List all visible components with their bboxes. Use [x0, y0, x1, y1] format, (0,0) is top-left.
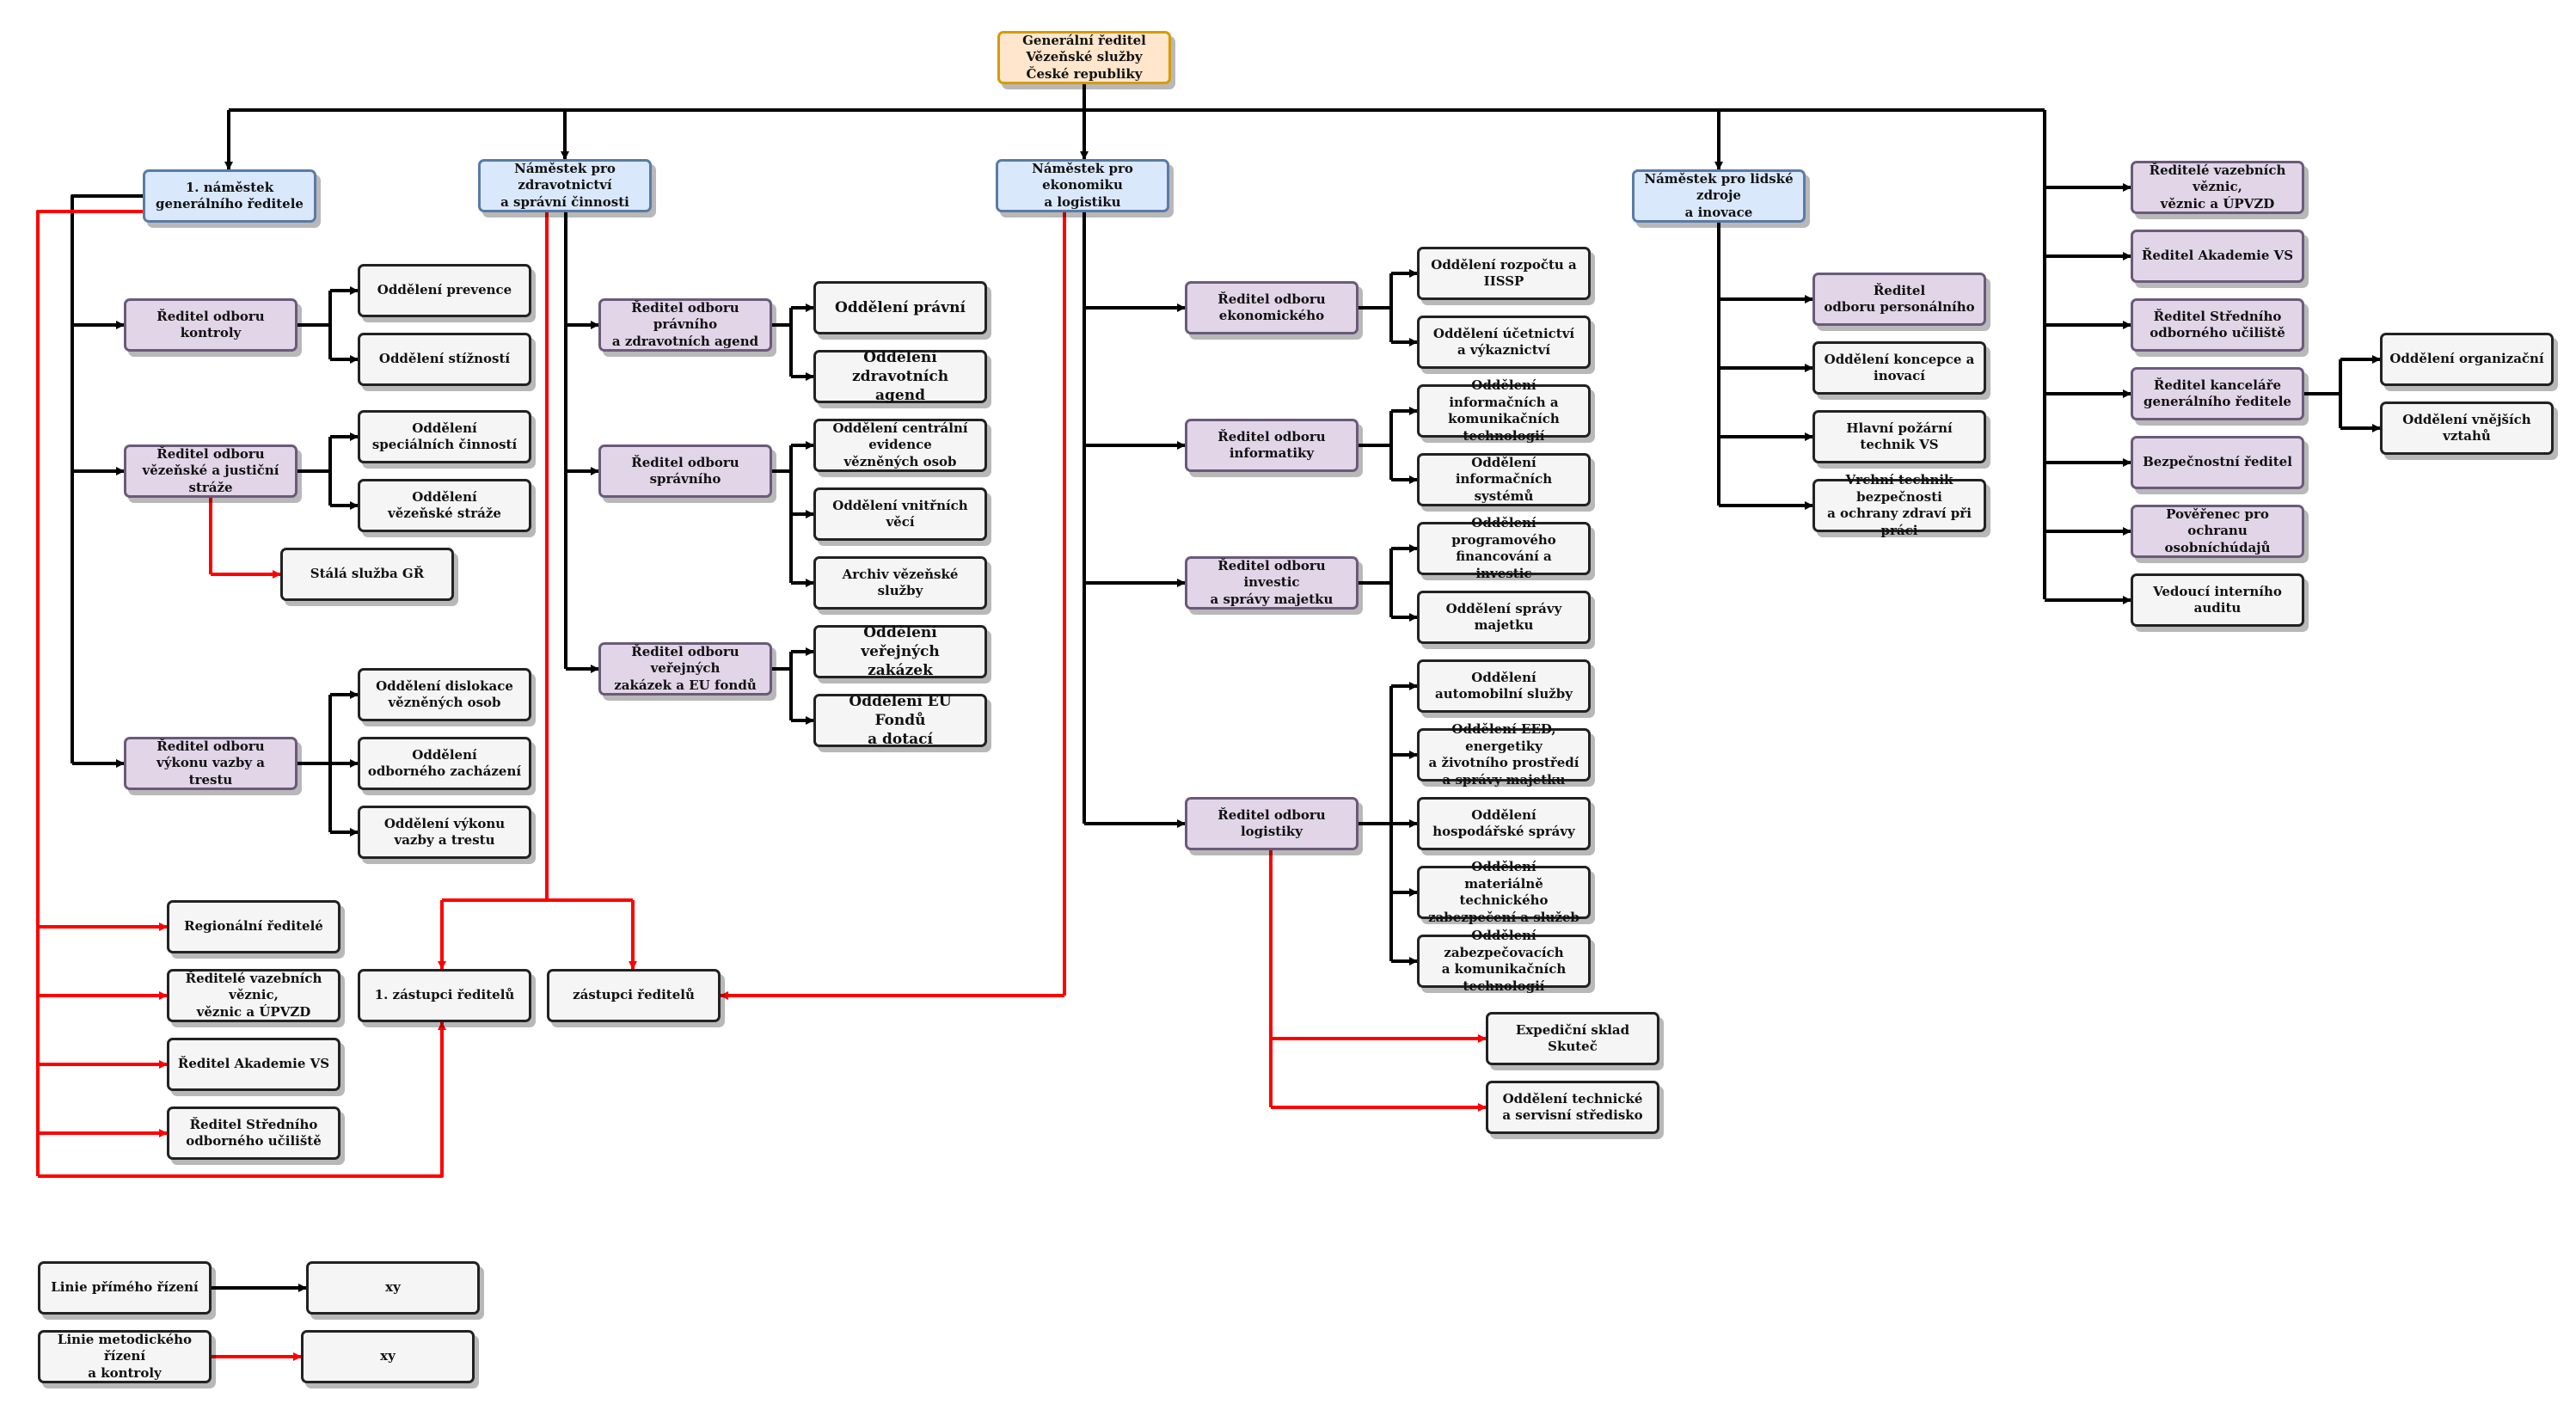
node-reg: Regionální ředitelé	[167, 900, 340, 953]
node-gr: Generální ředitel Vězeňské služby České …	[997, 31, 1171, 84]
node-ne: Náměstek pro ekonomiku a logistiku	[996, 159, 1169, 212]
node-bez: Bezpečnostní ředitel	[2131, 436, 2304, 489]
node-rpers: Ředitel odboru personálního	[1812, 273, 1986, 326]
methodic-line-86	[38, 1027, 444, 1178]
node-oki: Oddělení koncepce a inovací	[1812, 341, 1986, 395]
node-vtb: Vrchní technik bezpečnosti a ochrany zdr…	[1812, 472, 1986, 538]
node-oza: Oddělení zdravotních agend	[813, 349, 987, 404]
node-oeed: Oddělení EED, energetiky a životního pro…	[1417, 721, 1591, 788]
node-omt: Oddělení materiálně technického zabezpeč…	[1417, 859, 1591, 925]
node-rpr: Ředitel odboru právního a zdravotních ag…	[598, 298, 772, 352]
node-rin: Ředitel odboru informatiky	[1185, 419, 1359, 472]
node-rvz: Ředitel odboru veřejných zakázek a EU fo…	[598, 642, 772, 696]
node-ssg: Stálá služba GŘ	[280, 548, 454, 601]
methodic-line-81	[36, 210, 143, 1176]
node-osm: Oddělení správy majetku	[1417, 591, 1591, 644]
node-rav: Ředitel Akademie VS	[2131, 230, 2304, 283]
node-rvvt: Ředitel odboru výkonu vazby a trestu	[124, 737, 297, 790]
node-rsou2: Ředitel Středního odborného učiliště	[167, 1106, 340, 1160]
node-poou: Pověřenec pro ochranu osobníchúdajů	[2131, 505, 2304, 558]
node-oas: Oddělení automobilní služby	[1417, 659, 1591, 713]
node-lg1x: xy	[306, 1261, 480, 1315]
node-ovv: Oddělení vnitřních věcí	[813, 487, 987, 541]
node-op: Oddělení prevence	[358, 264, 531, 317]
node-ovz: Oddělení veřejných zakázek	[813, 624, 987, 679]
node-odv: Oddělení dislokace vězněných osob	[358, 668, 531, 721]
node-lg2x: xy	[301, 1330, 475, 1383]
node-lg1: Linie přímého řízení	[38, 1261, 212, 1315]
node-rav2: Ředitel Akademie VS	[167, 1038, 340, 1091]
node-rsp: Ředitel odboru správního	[598, 444, 772, 498]
node-esk: Expediční sklad Skuteč	[1486, 1012, 1659, 1065]
node-rvj: Ředitel odboru vězeňské a justiční stráž…	[124, 444, 297, 498]
node-osc: Oddělení speciálních činností	[358, 410, 531, 463]
node-z1: 1. zástupci ředitelů	[358, 969, 531, 1022]
node-n1: 1. náměstek generálního ředitele	[143, 169, 316, 223]
node-ohs: Oddělení hospodářské správy	[1417, 797, 1591, 850]
node-ozkt: Oddělení zabezpečovacích a komunikačních…	[1417, 928, 1591, 994]
node-rek: Ředitel odboru ekonomického	[1185, 281, 1359, 334]
node-ovvt: Oddělení výkonu vazby a trestu	[358, 806, 531, 859]
node-ovs: Oddělení vězeňské stráže	[358, 479, 531, 532]
node-rvv2: Ředitelé vazebních věznic, věznic a ÚPVZ…	[167, 969, 340, 1022]
node-ouv: Oddělení účetnictví a výkaznictví	[1417, 316, 1591, 369]
node-z2: zástupci ředitelů	[547, 969, 721, 1022]
node-ovvz: Oddělení vnějších vztahů	[2380, 402, 2554, 455]
node-ooz: Oddělení odborného zacházení	[358, 737, 531, 790]
node-otss: Oddělení technické a servisní středisko	[1486, 1081, 1659, 1134]
node-oce: Oddělení centrální evidence vězněných os…	[813, 419, 987, 472]
node-via: Vedoucí interního auditu	[2131, 573, 2304, 627]
node-rlog: Ředitel odboru logistiky	[1185, 797, 1359, 850]
node-nl: Náměstek pro lidské zdroje a inovace	[1632, 169, 1806, 223]
node-nz: Náměstek pro zdravotnictví a správní čin…	[478, 159, 652, 212]
node-oikt: Oddělení informačních a komunikačních te…	[1417, 377, 1591, 444]
node-lg2: Linie metodického řízení a kontroly	[38, 1330, 212, 1383]
node-rkgr: Ředitel kanceláře generálního ředitele	[2131, 367, 2304, 420]
node-opr: Oddělení právní	[813, 281, 987, 334]
node-opf: Oddělení programového financování a inve…	[1417, 515, 1591, 581]
node-hpt: Hlavní požární technik VS	[1812, 410, 1986, 463]
node-ois: Oddělení informačních systémů	[1417, 453, 1591, 506]
node-rinv: Ředitel odboru investic a správy majetku	[1185, 556, 1359, 610]
node-avs: Archiv vězeňské služby	[813, 556, 987, 610]
node-rvv: Ředitelé vazebních věznic, věznic a ÚPVZ…	[2131, 161, 2304, 214]
node-oorg: Oddělení organizační	[2380, 333, 2554, 386]
node-os: Oddělení stížností	[358, 333, 531, 386]
node-orr: Oddělení rozpočtu a IISSP	[1417, 247, 1591, 300]
node-oeu: Oddělení EU Fondů a dotací	[813, 693, 987, 748]
node-rsou: Ředitel Středního odborného učiliště	[2131, 298, 2304, 352]
node-rk: Ředitel odboru kontroly	[124, 298, 297, 352]
direct-line-18	[71, 194, 143, 763]
